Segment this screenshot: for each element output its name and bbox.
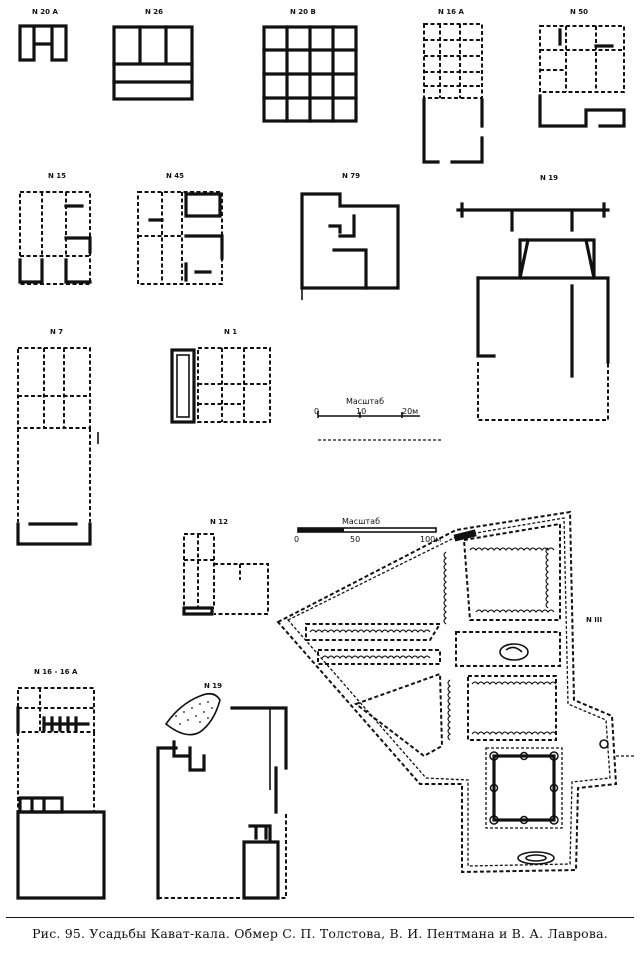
scale-large-tick-2: 100м (420, 535, 441, 544)
plan-16-16a: N 16 - 16 A (16, 668, 106, 900)
plan-19-label: N 19 (540, 174, 558, 182)
scale-small-title: Масштаб (346, 397, 384, 406)
plan-3-label: N III (586, 616, 602, 624)
plan-15: N 15 (18, 172, 92, 285)
caption-rule (6, 917, 634, 918)
plan-79: N 79 (300, 172, 400, 300)
plan-19: N 19 (456, 174, 610, 421)
scale-bar-small: Масштаб 0 10 20м (314, 397, 442, 441)
plan-3-complex: N III (276, 510, 636, 874)
plan-20b: N 20 B (262, 8, 358, 123)
plan-12-label: N 12 (210, 518, 228, 526)
plan-12: N 12 (182, 518, 269, 616)
figure-caption: Рис. 95. Усадьбы Кават-кала. Обмер С. П.… (32, 926, 608, 941)
plan-26: N 26 (112, 8, 194, 101)
scale-bar-large: Масштаб 0 50 100м (294, 517, 441, 544)
plan-7-label: N 7 (50, 328, 63, 336)
plan-19b-label: N 19 (204, 682, 222, 690)
plan-7: N 7 (16, 328, 99, 546)
plan-45-label: N 45 (166, 172, 184, 180)
scale-large-title: Масштаб (342, 517, 380, 526)
plan-19-variant: N 19 (156, 682, 288, 900)
plan-20a: N 20 A (18, 8, 68, 62)
scale-large-tick-1: 50 (350, 535, 360, 544)
plan-16-16a-label: N 16 - 16 A (34, 668, 78, 676)
plan-26-label: N 26 (145, 8, 163, 16)
scale-small-tick-1: 10 (356, 407, 366, 416)
plan-16a-label: N 16 A (438, 8, 464, 16)
scale-small-tick-2: 20м (402, 407, 418, 416)
plan-50-label: N 50 (570, 8, 588, 16)
plan-15-label: N 15 (48, 172, 66, 180)
plan-20b-label: N 20 B (290, 8, 316, 16)
plan-16a: N 16 A (422, 8, 484, 164)
plan-50: N 50 (538, 8, 626, 128)
plan-79-label: N 79 (342, 172, 360, 180)
plan-1: N 1 (170, 328, 271, 424)
scale-large-tick-0: 0 (294, 535, 299, 544)
scale-small-tick-0: 0 (314, 407, 319, 416)
plan-1-label: N 1 (224, 328, 237, 336)
plan-20a-label: N 20 A (32, 8, 58, 16)
plan-45: N 45 (137, 172, 224, 285)
